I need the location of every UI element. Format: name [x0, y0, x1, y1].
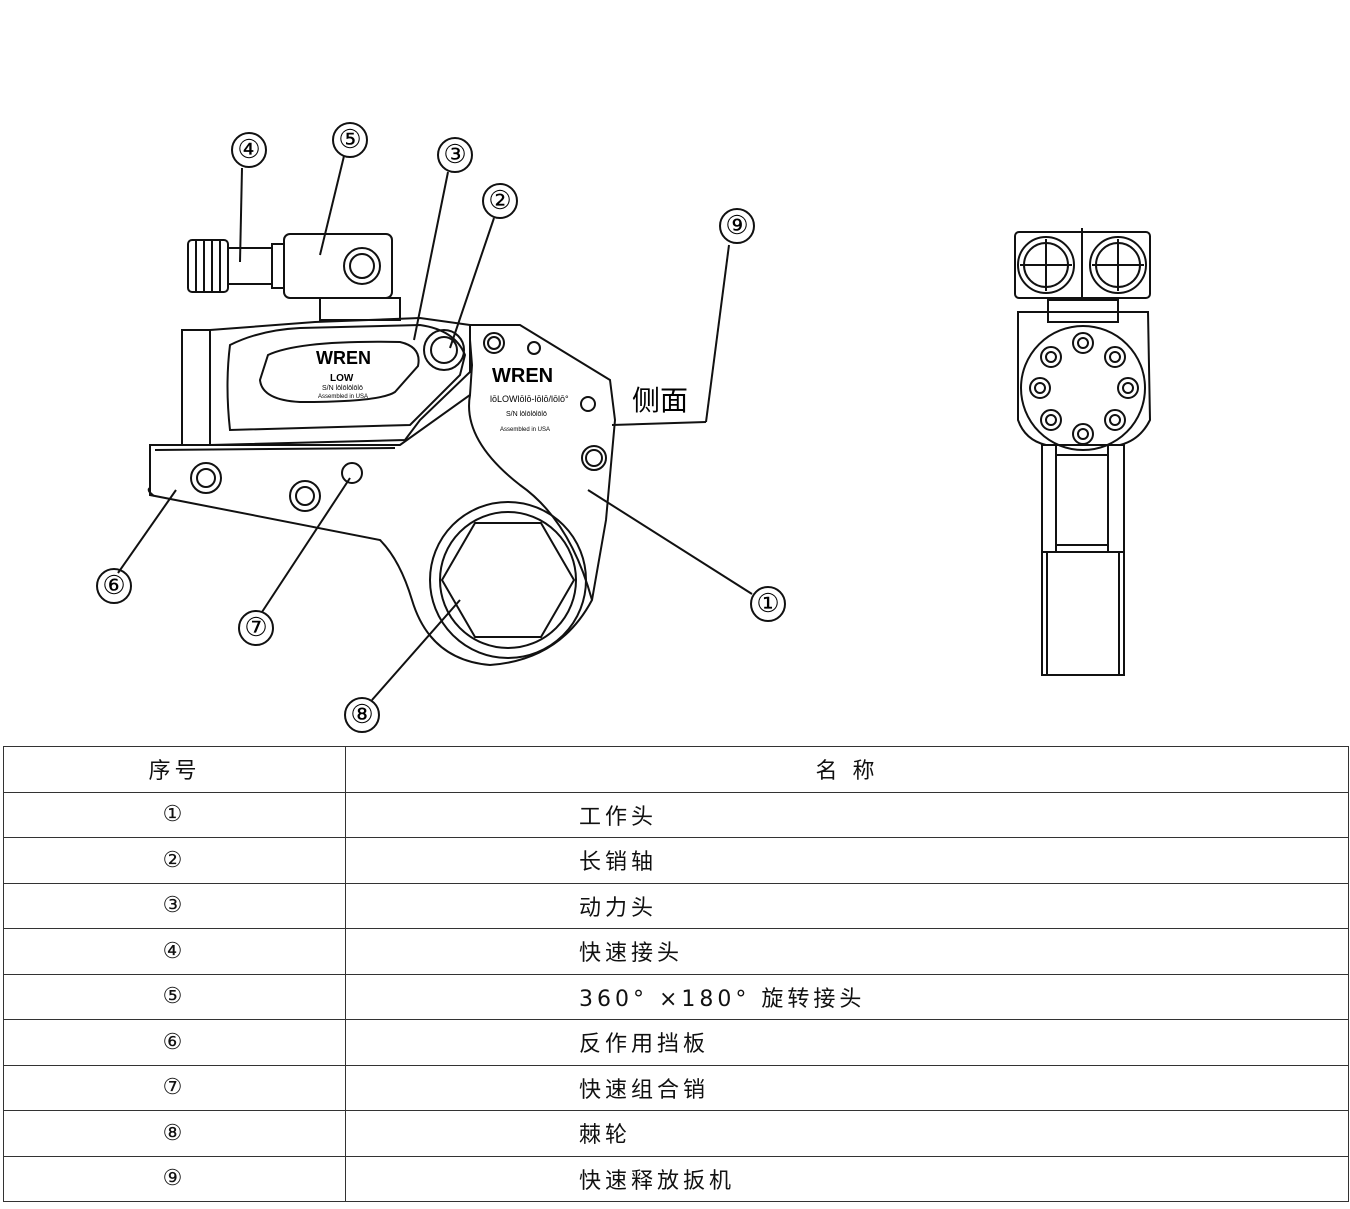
- callout-4: ④: [237, 135, 260, 165]
- row-name: 360° ×180° 旋转接头: [345, 973, 1349, 1020]
- drive-nameplate: WREN lōLOWlōlō-lōlō/lōlō° S/N lōlōlōlōlō…: [490, 365, 569, 433]
- power-head-outline: [181, 316, 471, 446]
- row-index: ③: [3, 882, 346, 929]
- callout-1: ①: [756, 589, 779, 619]
- drive-assembled: Assembled in USA: [500, 427, 550, 433]
- row-index: ⑧: [3, 1110, 346, 1157]
- power-head-nameplate: WREN LOW S/N lōlōlōlōlō Assembled in USA: [316, 348, 371, 400]
- swivel-fitting: [283, 233, 393, 299]
- table-header-row: 序号 名 称: [3, 746, 1349, 793]
- quick-pin: [341, 462, 363, 484]
- row-index: ⑥: [3, 1019, 346, 1066]
- ratchet-ring: [429, 501, 587, 659]
- row-index: ⑨: [3, 1155, 346, 1202]
- drive-brand: WREN: [492, 365, 553, 387]
- row-index: ④: [3, 928, 346, 975]
- side-label: 侧面: [632, 384, 688, 417]
- row-name: 动力头: [345, 882, 1349, 929]
- power-head-plate: [258, 340, 420, 404]
- quick-coupler: [187, 239, 229, 293]
- row-name: 快速组合销: [345, 1064, 1349, 1111]
- wrench-technical-drawing: WREN LOW S/N lōlōlōlōlō Assembled in USA…: [96, 122, 1152, 733]
- callout-7: ⑦: [244, 613, 267, 643]
- row-index: ②: [3, 837, 346, 884]
- row-index: ⑤: [3, 973, 346, 1020]
- side-view: [1014, 228, 1152, 676]
- power-head-brand: WREN: [316, 348, 371, 368]
- row-index: ⑦: [3, 1064, 346, 1111]
- callout-5: ⑤: [338, 125, 361, 155]
- row-name: 反作用挡板: [345, 1019, 1349, 1066]
- callout-2: ②: [488, 186, 511, 216]
- long-pin: [423, 329, 465, 371]
- callout-8: ⑧: [350, 700, 373, 730]
- reaction-plate-outline: [149, 324, 617, 667]
- row-name: 快速释放扳机: [345, 1155, 1349, 1202]
- callout-3: ③: [443, 140, 466, 170]
- hex-socket: [440, 522, 576, 638]
- power-head-assembled: Assembled in USA: [318, 394, 368, 400]
- header-name: 名 称: [345, 746, 1349, 793]
- power-head-model: LOW: [330, 373, 354, 384]
- power-head-serial: S/N lōlōlōlōlō: [322, 385, 363, 392]
- drive-serial: S/N lōlōlōlōlō: [506, 411, 547, 418]
- row-name: 快速接头: [345, 928, 1349, 975]
- header-index: 序号: [3, 746, 346, 793]
- callout-9: ⑨: [725, 211, 748, 241]
- row-name: 长销轴: [345, 837, 1349, 884]
- row-index: ①: [3, 791, 346, 838]
- row-name: 棘轮: [345, 1110, 1349, 1157]
- drive-model: lōLOWlōlō-lōlō/lōlō°: [490, 394, 569, 404]
- row-name: 工作头: [345, 791, 1349, 838]
- callout-6: ⑥: [102, 571, 125, 601]
